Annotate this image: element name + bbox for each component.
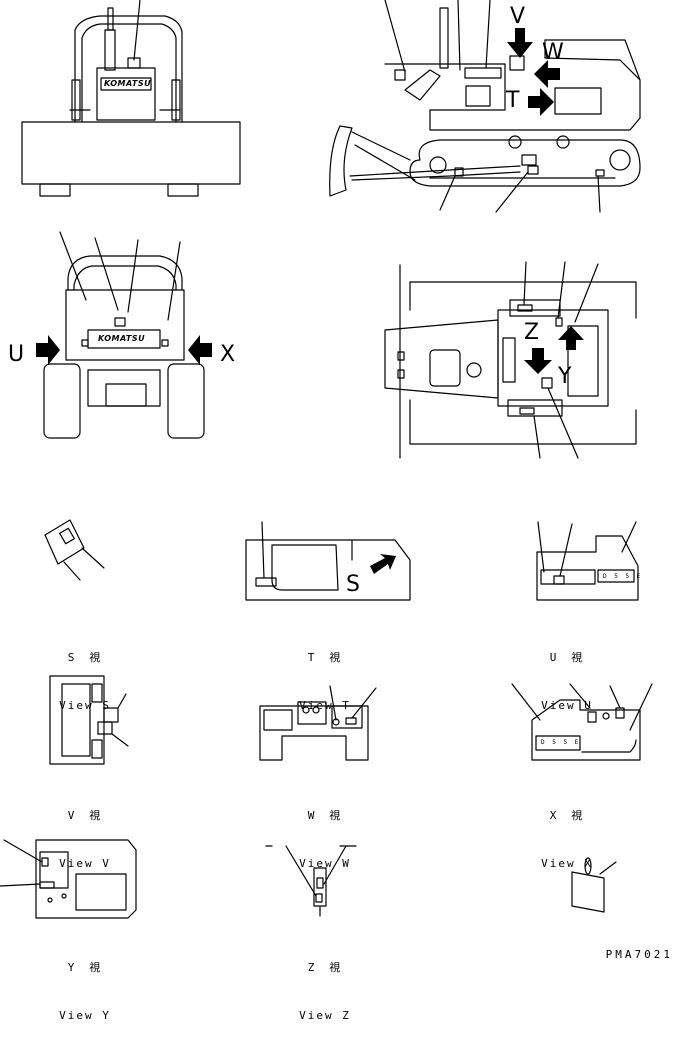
front-view-dozer (21, 0, 241, 197)
drawing-code: PMA7021 (605, 948, 673, 961)
parts-diagram (0, 0, 653, 919)
arrow-u-icon (36, 335, 60, 365)
caption-view-x: X 視 View X (522, 776, 612, 888)
direction-label-v: V (510, 4, 526, 29)
view-x-model-plate: D 5 5 E (541, 739, 581, 746)
caption-view-w-en: View W (299, 857, 351, 870)
side-panel-label (554, 87, 602, 115)
view-t-label-box (255, 577, 277, 587)
direction-label-u: U (8, 342, 25, 367)
view-y-drawing (0, 839, 137, 919)
arrow-y-icon (558, 326, 584, 350)
view-z-drawing (265, 845, 357, 917)
caption-view-w: W 視 View W (280, 776, 370, 888)
caption-view-x-en: View X (541, 857, 593, 870)
arrow-v-icon (507, 28, 533, 58)
direction-label-t: T (506, 88, 520, 113)
arrow-t-icon (528, 88, 554, 116)
top-view-dozer (384, 261, 637, 459)
arrow-z-icon (524, 348, 552, 374)
caption-view-t-en: View T (299, 699, 351, 712)
direction-label-y: Y (558, 364, 572, 389)
direction-label-z: Z (524, 320, 540, 345)
rear-brand-text: KOMATSU (98, 334, 146, 343)
view-u-drawing (536, 521, 639, 601)
caption-view-t: T 視 View T (280, 618, 370, 730)
arrow-w-icon (534, 60, 560, 88)
direction-label-s: S (346, 572, 360, 597)
caption-view-y: Y 視 View Y (40, 928, 130, 1040)
caption-view-v: V 視 View V (40, 776, 130, 888)
caption-view-s: S 視 View S (40, 618, 130, 730)
view-x-drawing (511, 683, 653, 761)
caption-view-u: U 視 View U (522, 618, 612, 730)
view-v-drawing (49, 675, 129, 765)
view-s-drawing (44, 519, 105, 581)
view-w-drawing (259, 685, 377, 761)
front-brand-plate (100, 77, 152, 91)
caption-view-w-jp: W 視 (307, 809, 343, 822)
caption-view-z: Z 視 View Z (280, 928, 370, 1040)
rear-brand-plate (87, 329, 161, 349)
caption-view-z-en: View Z (299, 1009, 351, 1022)
side-view-dozer (329, 0, 641, 213)
caption-view-u-jp: U 視 (549, 651, 585, 664)
front-brand-text: KOMATSU (104, 79, 152, 88)
caption-view-y-jp: Y 視 (67, 961, 103, 974)
caption-view-v-en: View V (59, 857, 111, 870)
rear-view-dozer (36, 231, 212, 439)
caption-view-t-jp: T 視 (307, 651, 343, 664)
direction-label-x: X (220, 342, 236, 367)
arrow-x-icon (188, 335, 212, 365)
caption-view-s-jp: S 視 (67, 651, 103, 664)
view-t-drawing (245, 521, 411, 601)
caption-view-y-en: View Y (59, 1009, 111, 1022)
direction-label-w: W (542, 40, 564, 65)
caption-view-s-en: View S (59, 699, 111, 712)
caption-view-x-jp: X 視 (549, 809, 585, 822)
caption-view-u-en: View U (541, 699, 593, 712)
caption-view-z-jp: Z 視 (307, 961, 343, 974)
caption-view-v-jp: V 視 (67, 809, 103, 822)
view-t-arrow-icon (370, 554, 396, 574)
tag-drawing (571, 857, 617, 913)
view-u-model-plate: D 5 5 E (603, 573, 643, 580)
